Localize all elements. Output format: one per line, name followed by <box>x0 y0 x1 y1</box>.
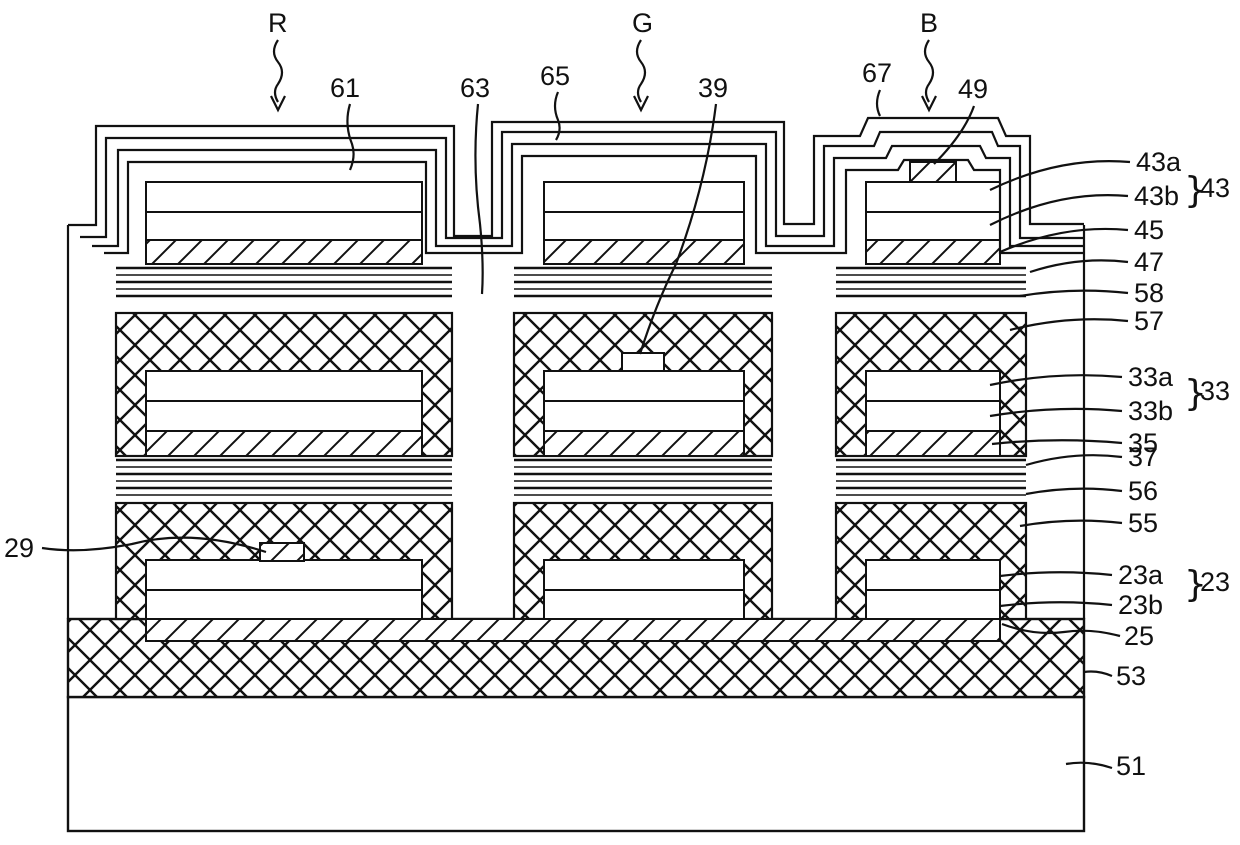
label-43b: 43b <box>1134 181 1179 211</box>
layer-35-b <box>866 431 1000 456</box>
label-33b: 33b <box>1128 396 1173 426</box>
leader-58 <box>1020 291 1128 296</box>
label-b: B <box>920 8 938 38</box>
chip-mid-b-g <box>544 401 744 431</box>
contact-pad-39 <box>622 353 664 371</box>
label-51: 51 <box>1116 751 1146 781</box>
chip-bottom-b-g <box>544 590 744 619</box>
leader-57 <box>1010 319 1128 330</box>
leader-49 <box>934 106 974 164</box>
leader-67 <box>877 90 880 116</box>
chip-mid-a-b <box>866 371 1000 401</box>
label-g: G <box>632 8 653 38</box>
chip-top-a-g <box>544 182 744 212</box>
label-49: 49 <box>958 74 988 104</box>
label-23a: 23a <box>1118 560 1164 590</box>
label-63: 63 <box>460 73 490 103</box>
leader-53 <box>1084 672 1112 677</box>
layer-45-r <box>146 240 422 264</box>
contact-pad-29 <box>260 543 304 561</box>
label-65: 65 <box>540 61 570 91</box>
leader-63 <box>475 104 482 294</box>
chip-mid-b-b <box>866 401 1000 431</box>
layer-45-b <box>866 240 1000 264</box>
label-55: 55 <box>1128 508 1158 538</box>
chip-top-b-b <box>866 212 1000 240</box>
label-39: 39 <box>698 73 728 103</box>
label-r: R <box>268 8 288 38</box>
chip-bottom-b-r <box>146 590 422 619</box>
label-56: 56 <box>1128 476 1158 506</box>
label-25: 25 <box>1124 621 1154 651</box>
layer-25 <box>146 619 1000 641</box>
leader-37 <box>1026 455 1122 465</box>
leader-56 <box>1026 489 1122 494</box>
layer-35-g <box>544 431 744 456</box>
chip-mid-b-r <box>146 401 422 431</box>
chip-mid-a-r <box>146 371 422 401</box>
chip-top-b-g <box>544 212 744 240</box>
label-67: 67 <box>862 58 892 88</box>
label-57: 57 <box>1134 306 1164 336</box>
label-43: 43 <box>1200 173 1230 203</box>
chip-bottom-a-g <box>544 560 744 590</box>
arrow-g <box>634 40 648 110</box>
led-stacks <box>116 182 1026 641</box>
leader-55 <box>1020 521 1122 526</box>
chip-top-b-r <box>146 212 422 240</box>
label-33a: 33a <box>1128 362 1174 392</box>
leader-47 <box>1030 260 1128 272</box>
arrow-r <box>271 40 285 110</box>
label-43a: 43a <box>1136 147 1182 177</box>
label-37: 37 <box>1128 442 1158 472</box>
label-58: 58 <box>1134 278 1164 308</box>
substrate-51 <box>68 697 1084 831</box>
label-29: 29 <box>4 533 34 563</box>
label-33: 33 <box>1200 376 1230 406</box>
label-45: 45 <box>1134 215 1164 245</box>
chip-bottom-b-b <box>866 590 1000 619</box>
layer-45-g <box>544 240 744 264</box>
chip-mid-a-g <box>544 371 744 401</box>
chip-top-a-r <box>146 182 422 212</box>
label-23b: 23b <box>1118 590 1163 620</box>
contact-pad-49 <box>910 162 956 182</box>
chip-bottom-a-b <box>866 560 1000 590</box>
arrow-b <box>922 40 936 110</box>
label-47: 47 <box>1134 247 1164 277</box>
label-23: 23 <box>1200 567 1230 597</box>
label-61: 61 <box>330 73 360 103</box>
chip-top-a-b <box>866 182 1000 212</box>
label-53: 53 <box>1116 661 1146 691</box>
layer-35-r <box>146 431 422 456</box>
chip-bottom-a-r <box>146 560 422 590</box>
